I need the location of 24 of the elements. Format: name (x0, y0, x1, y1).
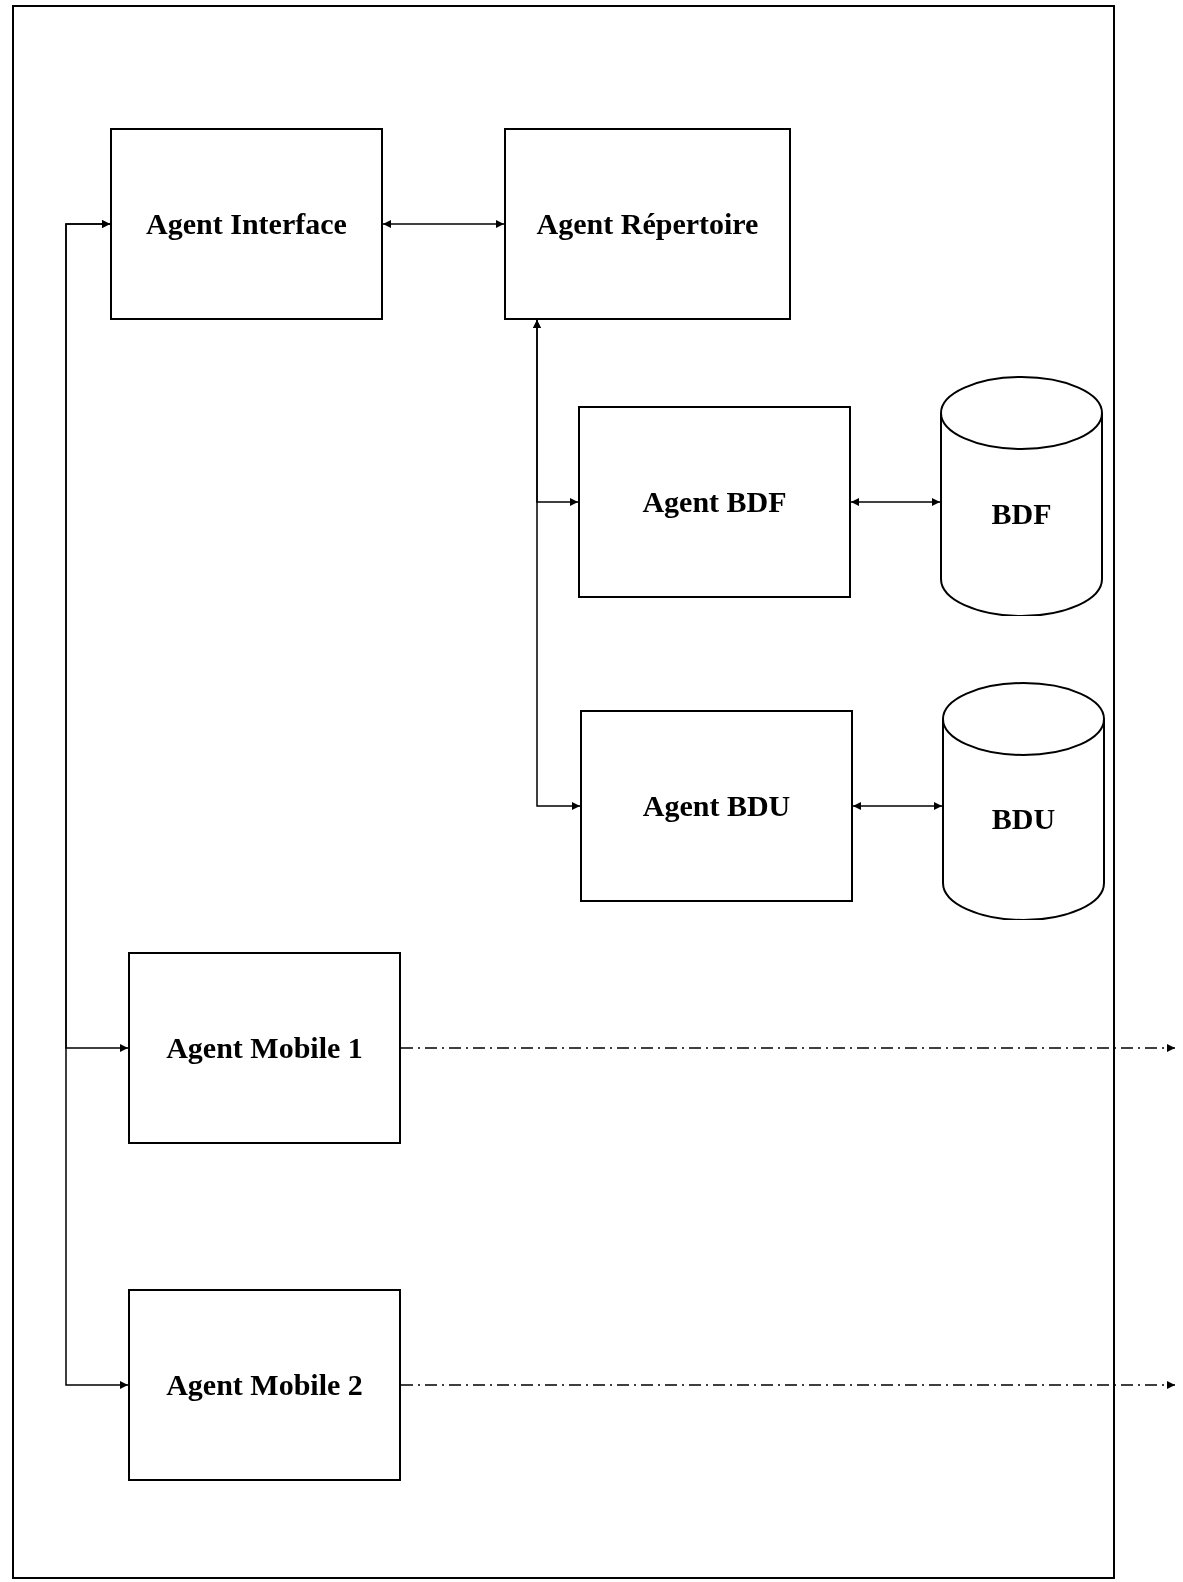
database-cylinder (940, 376, 1103, 616)
arrow (852, 802, 943, 810)
arrow (382, 220, 505, 228)
node-label: Agent BDF (642, 484, 787, 521)
arrow (533, 319, 581, 810)
system-boundary (12, 5, 1115, 1579)
node-label: Agent Mobile 2 (166, 1367, 363, 1404)
arrow (400, 1381, 1176, 1389)
agent-box (128, 1289, 401, 1481)
node-label: Agent Répertoire (536, 206, 759, 243)
node-label: Agent Mobile 1 (166, 1030, 363, 1067)
arrow (400, 1044, 1176, 1052)
node-label: BDF (991, 496, 1052, 533)
agent-box (580, 710, 853, 902)
arrow (65, 220, 129, 1389)
node-label: Agent Interface (146, 206, 347, 243)
node-label: Agent BDU (642, 788, 791, 825)
agent-box (504, 128, 791, 320)
agent-box (578, 406, 851, 598)
agent-box (110, 128, 383, 320)
agent-box (128, 952, 401, 1144)
arrow (850, 498, 941, 506)
database-cylinder (942, 682, 1105, 920)
node-label: BDU (991, 801, 1056, 838)
